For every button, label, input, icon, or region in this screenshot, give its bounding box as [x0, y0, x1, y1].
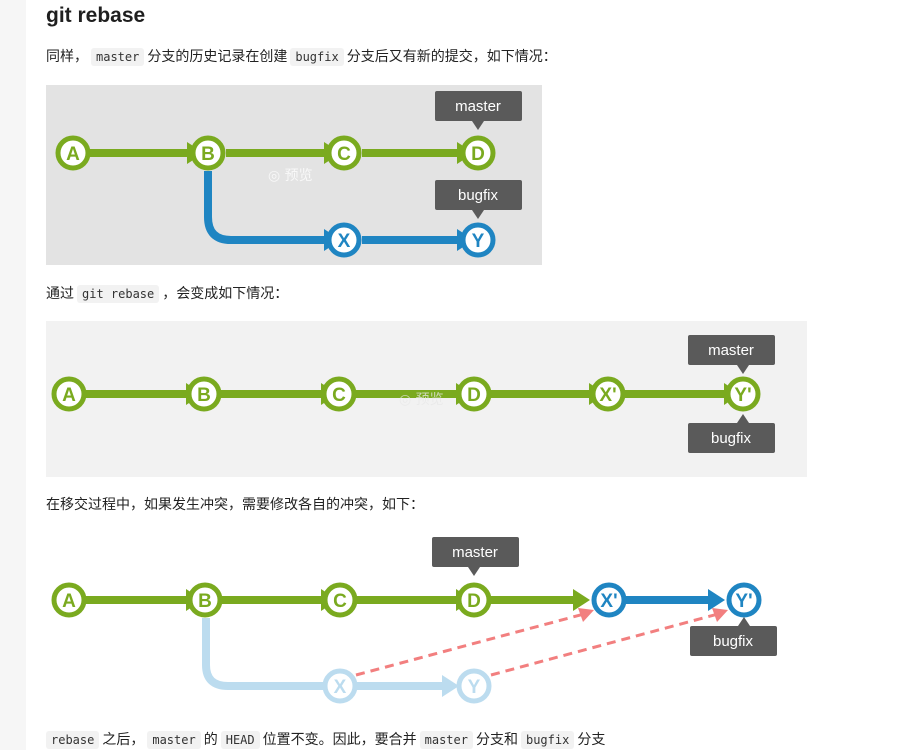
svg-text:X': X' [600, 591, 617, 612]
commit-node-x-prime: X' [590, 376, 626, 412]
commit-node-d: D [456, 582, 492, 618]
svg-text:B: B [197, 385, 211, 406]
svg-text:bugfix: bugfix [711, 430, 752, 447]
svg-text:C: C [337, 144, 351, 165]
commit-node-x: X [326, 222, 362, 258]
commit-node-c: C [321, 376, 357, 412]
arrow-head [442, 675, 459, 697]
text: 分支和 [475, 732, 518, 748]
text: 的 [203, 732, 218, 748]
edge-b-x [204, 171, 328, 244]
inline-code: HEAD [220, 731, 260, 749]
commit-node-c: C [326, 135, 362, 171]
commit-node-b: B [190, 135, 226, 171]
svg-text:B: B [201, 144, 215, 165]
diagram-conflict-resolution: A B C D X' Y' X Y [51, 537, 777, 704]
commit-node-x-faded: X [322, 668, 358, 704]
inline-code: master [91, 48, 145, 66]
branch-tag-bugfix: bugfix [435, 180, 522, 219]
svg-text:master: master [455, 98, 501, 115]
svg-text:C: C [333, 591, 347, 612]
text: 位置不变。因此，要合并 [262, 732, 417, 748]
branch-tag-bugfix: bugfix [688, 414, 775, 453]
svg-text:Y': Y' [735, 591, 752, 612]
inline-code: bugfix [520, 731, 575, 749]
svg-text:master: master [452, 544, 498, 561]
svg-text:bugfix: bugfix [713, 633, 754, 650]
watermark: ◎ 预览 [268, 168, 313, 184]
svg-text:C: C [332, 385, 346, 406]
commit-node-a: A [51, 582, 87, 618]
text: 同样， [46, 49, 88, 65]
diagram-after-rebase: ◎ 预览 A B C D X' Y' master [46, 321, 807, 477]
paragraph-3: 在移交过程中，如果发生冲突，需要修改各自的冲突，如下： [46, 497, 424, 513]
branch-tag-master: master [435, 91, 522, 130]
watermark: ◎ 预览 [399, 392, 444, 408]
svg-text:X: X [334, 677, 347, 698]
text: 分支后又有新的提交，如下情况： [346, 49, 557, 65]
edge-b-x-faded [202, 618, 326, 690]
commit-node-y-prime: Y' [726, 582, 762, 618]
svg-text:A: A [66, 144, 80, 165]
inline-code: git rebase [77, 285, 160, 303]
commit-node-d: D [456, 376, 492, 412]
commit-node-y-prime: Y' [725, 376, 761, 412]
text: 之后， [102, 732, 145, 748]
svg-text:A: A [62, 591, 76, 612]
svg-text:A: A [62, 385, 76, 406]
branch-tag-master: master [688, 335, 775, 374]
dashed-edge-y-to-y-prime [490, 612, 719, 677]
svg-text:X: X [338, 231, 351, 252]
arrow-head [712, 608, 728, 622]
inline-code: master [419, 731, 473, 749]
svg-text:Y: Y [472, 231, 485, 252]
arrow-head [708, 589, 725, 611]
branch-tag-bugfix: bugfix [690, 617, 777, 656]
commit-node-b: B [187, 582, 223, 618]
left-gutter [0, 0, 26, 750]
diagram-background [46, 321, 807, 477]
svg-text:Y': Y' [734, 385, 751, 406]
svg-text:master: master [708, 342, 754, 359]
text: 分支的历史记录在创建 [147, 49, 288, 65]
svg-text:D: D [471, 144, 485, 165]
commit-node-y-faded: Y [456, 668, 492, 704]
text: 分支 [577, 732, 606, 748]
inline-code: rebase [46, 731, 100, 749]
arrow-head [578, 608, 594, 622]
svg-text:X': X' [599, 385, 616, 406]
diagram-before-rebase: ◎ 预览 A B C D X Y master [46, 85, 542, 265]
svg-text:B: B [198, 591, 212, 612]
commit-node-d: D [460, 135, 496, 171]
commit-node-b: B [186, 376, 222, 412]
svg-text:Y: Y [468, 677, 481, 698]
commit-node-x-prime: X' [591, 582, 627, 618]
dashed-edge-x-to-x-prime [355, 612, 585, 677]
svg-text:D: D [467, 591, 481, 612]
text: ，会变成如下情况： [162, 286, 289, 302]
arrow-head [573, 589, 590, 611]
section-heading: git rebase [46, 4, 146, 27]
commit-node-y: Y [460, 222, 496, 258]
branch-tag-master: master [432, 537, 519, 576]
svg-text:bugfix: bugfix [458, 187, 499, 204]
commit-node-c: C [322, 582, 358, 618]
inline-code: bugfix [290, 48, 344, 66]
commit-node-a: A [55, 135, 91, 171]
text: 通过 [46, 286, 74, 302]
svg-text:D: D [467, 385, 481, 406]
inline-code: master [147, 731, 201, 749]
commit-node-a: A [51, 376, 87, 412]
